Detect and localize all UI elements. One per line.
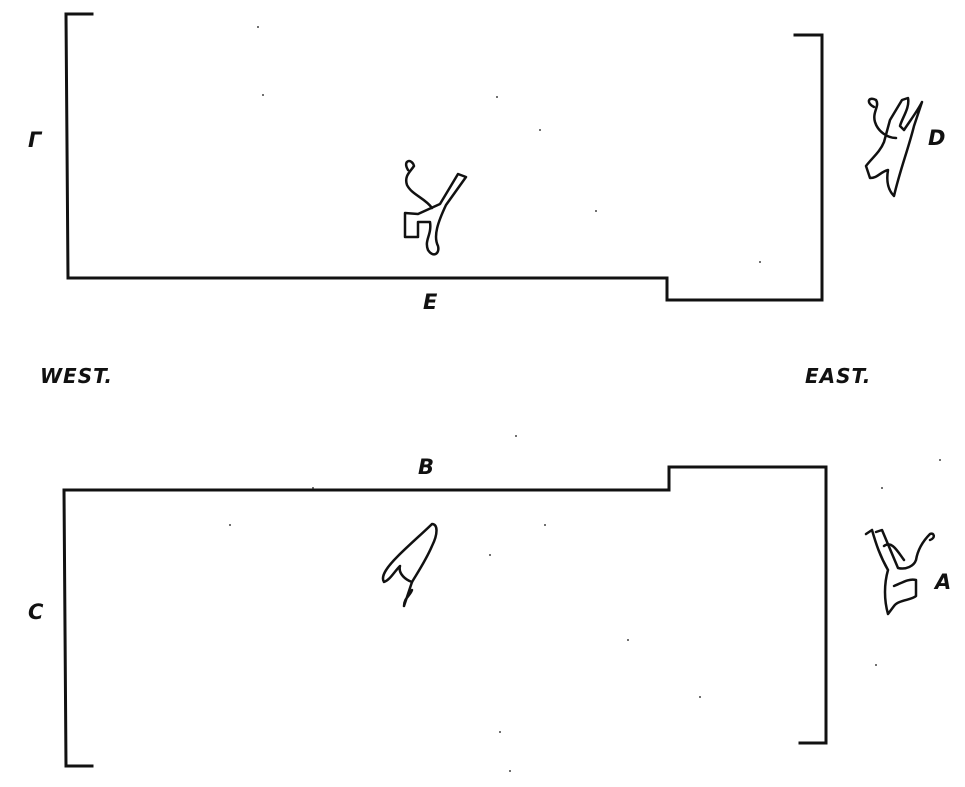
- hieroglyph-bottom-right-icon: [864, 528, 935, 616]
- label-bottom-right: A: [935, 570, 953, 594]
- lower-wall-outline: [62, 465, 828, 768]
- label-top-left: Γ: [28, 128, 43, 152]
- label-bottom-left: C: [28, 600, 45, 624]
- label-east: EAST.: [805, 364, 872, 388]
- label-top-bottom: E: [423, 290, 439, 314]
- hieroglyph-top-center-icon: [403, 159, 468, 256]
- hieroglyph-top-right-icon: [864, 96, 924, 198]
- label-west: WEST.: [40, 364, 113, 388]
- label-bottom-top: B: [418, 455, 436, 479]
- upper-wall-outline: [64, 12, 824, 302]
- hieroglyph-bottom-center-icon: [381, 522, 438, 608]
- speckle-noise: [229, 26, 941, 772]
- label-top-right: D: [928, 126, 947, 150]
